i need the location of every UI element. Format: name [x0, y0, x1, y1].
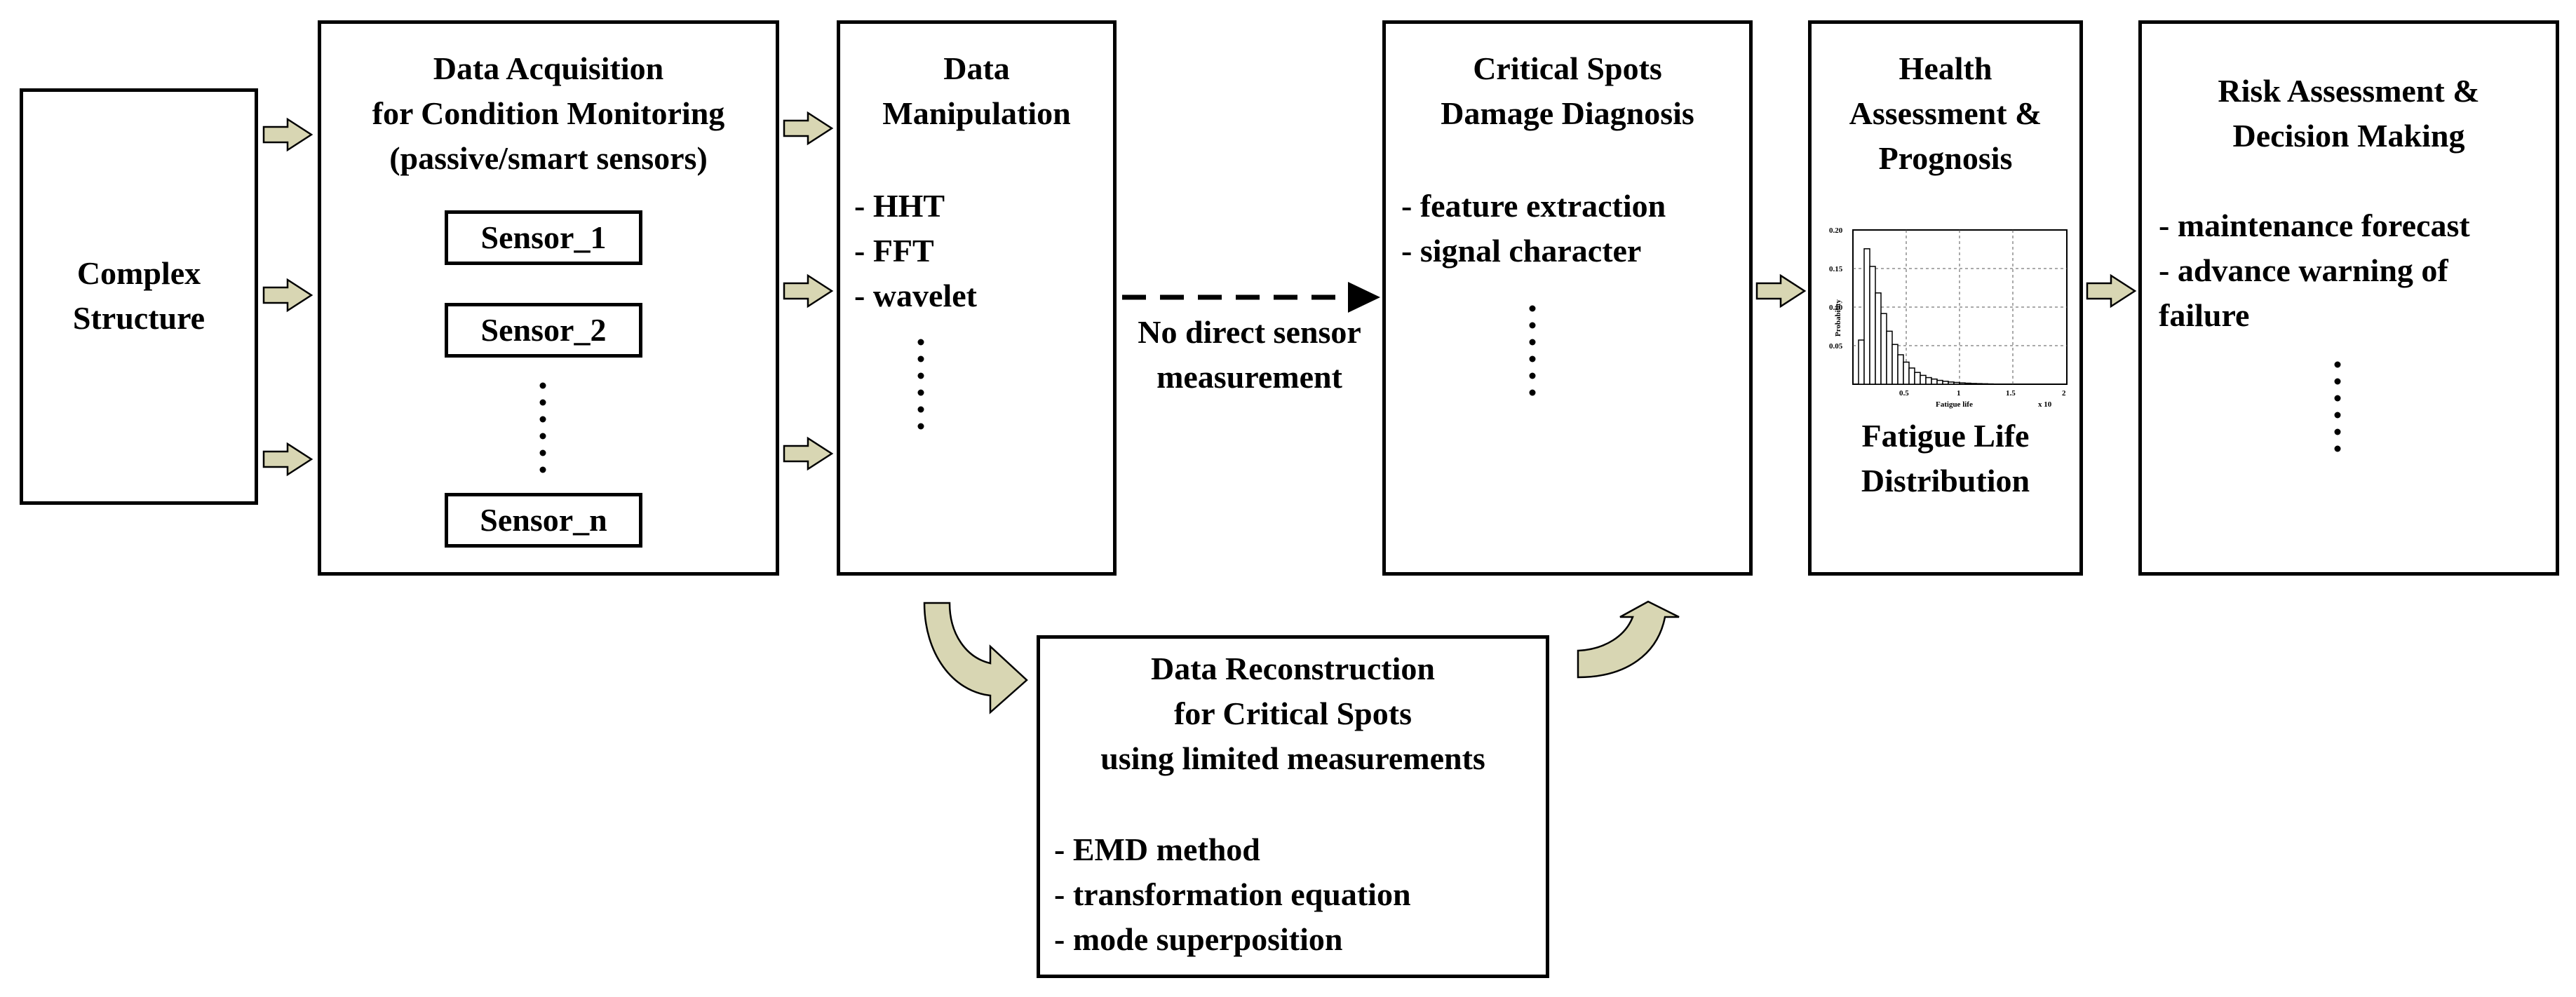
risk-title-line2: Decision Making [2232, 118, 2465, 154]
arrow-acquisition-to-manipulation-3 [783, 437, 833, 470]
hist-ytick-1: 0.20 [1829, 226, 1843, 235]
histogram-bar [1914, 372, 1921, 385]
complex-structure-line2: Structure [72, 300, 205, 336]
health-title-line3: Prognosis [1878, 140, 2013, 176]
histogram-bar [1869, 266, 1876, 385]
risk-item-advance-warning: - advance warning of [2159, 252, 2448, 288]
risk-assessment-title: Risk Assessment & Decision Making [2138, 69, 2559, 158]
histogram-bars [1858, 248, 1994, 385]
manipulation-item-fft: - FFT [854, 233, 934, 269]
histogram-bar [1897, 354, 1904, 385]
hist-x-multiplier: x 10 [2038, 400, 2052, 409]
critical-items: - feature extraction - signal character [1401, 184, 1666, 273]
complex-structure-label: Complex Structure [20, 251, 258, 341]
hist-ytick-2: 0.15 [1829, 265, 1843, 273]
risk-title-line1: Risk Assessment & [2218, 73, 2480, 109]
histogram-bar [1858, 339, 1865, 385]
sensor-2-box: Sensor_2 [445, 303, 642, 358]
sensor-1-box: Sensor_1 [445, 210, 642, 265]
hist-xtick-3: 1.5 [2006, 389, 2016, 398]
no-direct-sensor-label: No direct sensor measurement [1117, 310, 1382, 400]
arrow-structure-to-acquisition-1 [262, 118, 313, 151]
no-direct-line1: No direct sensor [1138, 314, 1361, 350]
hist-xtick-1: 0.5 [1899, 389, 1909, 398]
histogram-bar [1891, 344, 1899, 385]
reconstruction-title-line1: Data Reconstruction [1151, 651, 1435, 686]
reconstruction-item-mode-superposition: - mode superposition [1054, 921, 1343, 957]
histogram-bar [1931, 378, 1938, 385]
hist-ytick-3: 0.10 [1829, 304, 1843, 312]
reconstruction-title-line2: for Critical Spots [1173, 696, 1412, 731]
histogram-bar [1903, 361, 1910, 385]
histogram-bar [1953, 381, 1960, 385]
complex-structure-line1: Complex [76, 255, 201, 291]
histogram-bar [1936, 379, 1943, 385]
health-assessment-title: Health Assessment & Prognosis [1808, 46, 2083, 181]
histogram-bar [1886, 330, 1893, 385]
histogram-bar [1880, 313, 1887, 385]
hist-xtick-2: 1 [1957, 389, 1961, 398]
hist-ytick-4: 0.05 [1829, 342, 1843, 351]
risk-item-maintenance-forecast: - maintenance forecast [2159, 208, 2470, 243]
histogram-axis-text: 0.20 0.15 0.10 0.05 0.5 1 1.5 2 Fatigue … [1829, 226, 2066, 409]
reconstruction-item-emd: - EMD method [1054, 832, 1260, 867]
histogram-bar [1875, 292, 1882, 385]
health-title-line1: Health [1899, 50, 1992, 86]
data-acquisition-box [318, 20, 779, 576]
reconstruction-item-transformation: - transformation equation [1054, 876, 1411, 912]
data-reconstruction-box [1037, 635, 1549, 978]
arrow-structure-to-acquisition-3 [262, 442, 313, 476]
arrow-acquisition-to-manipulation-1 [783, 111, 833, 145]
complex-structure-box [20, 88, 258, 505]
critical-title-line1: Critical Spots [1473, 50, 1662, 86]
curved-arrow-to-reconstruction [923, 602, 1028, 714]
fatigue-caption-line1: Fatigue Life [1861, 418, 2030, 454]
critical-item-signal-character: - signal character [1401, 233, 1642, 269]
hist-ylabel: Probability [1834, 299, 1842, 337]
histogram-bar [1920, 374, 1927, 385]
acquisition-title-line1: Data Acquisition [433, 50, 664, 86]
critical-item-feature-extraction: - feature extraction [1401, 188, 1666, 224]
manipulation-items: - HHT - FFT - wavelet [854, 184, 977, 318]
arrow-critical-to-health [1755, 274, 1806, 308]
data-manipulation-title: Data Manipulation [837, 46, 1117, 136]
histogram-bar [1908, 367, 1915, 385]
risk-item-advance-warning-cont: failure [2159, 297, 2250, 333]
manipulation-title-line1: Data [943, 50, 1010, 86]
acquisition-title-line2: for Condition Monitoring [372, 95, 725, 131]
histogram-bar [1925, 377, 1932, 385]
risk-assessment-box [2138, 20, 2559, 576]
fatigue-caption-line2: Distribution [1861, 463, 2030, 498]
histogram-bar [1959, 382, 1966, 385]
histogram-bar [1863, 248, 1870, 385]
critical-spots-box [1382, 20, 1753, 576]
arrow-acquisition-to-manipulation-2 [783, 274, 833, 308]
reconstruction-items: - EMD method - transformation equation -… [1054, 827, 1411, 962]
hist-xtick-4: 2 [2062, 389, 2066, 398]
critical-title-line2: Damage Diagnosis [1441, 95, 1694, 131]
data-reconstruction-title: Data Reconstruction for Critical Spots u… [1037, 646, 1549, 781]
health-title-line2: Assessment & [1849, 95, 2042, 131]
arrow-health-to-risk [2086, 274, 2136, 308]
curved-arrow-to-critical [1577, 600, 1680, 679]
risk-items: - maintenance forecast - advance warning… [2159, 203, 2470, 338]
hist-xlabel: Fatigue life [1936, 400, 1973, 409]
critical-spots-title: Critical Spots Damage Diagnosis [1382, 46, 1753, 136]
data-manipulation-box [837, 20, 1117, 576]
fatigue-life-caption: Fatigue Life Distribution [1808, 414, 2083, 503]
acquisition-title-line3: (passive/smart sensors) [389, 140, 708, 176]
data-acquisition-title: Data Acquisition for Condition Monitorin… [318, 46, 779, 181]
no-direct-line2: measurement [1156, 359, 1342, 395]
histogram-bar [1948, 381, 1955, 385]
manipulation-item-hht: - HHT [854, 188, 945, 224]
dashed-arrow-no-direct-measurement [1122, 282, 1380, 313]
manipulation-title-line2: Manipulation [882, 95, 1071, 131]
reconstruction-title-line3: using limited measurements [1100, 740, 1485, 776]
manipulation-item-wavelet: - wavelet [854, 278, 977, 313]
histogram-bar [1942, 381, 1949, 385]
sensor-n-box: Sensor_n [445, 493, 642, 548]
arrow-structure-to-acquisition-2 [262, 278, 313, 312]
fatigue-life-histogram: 0.20 0.15 0.10 0.05 0.5 1 1.5 2 Fatigue … [1829, 226, 2068, 409]
